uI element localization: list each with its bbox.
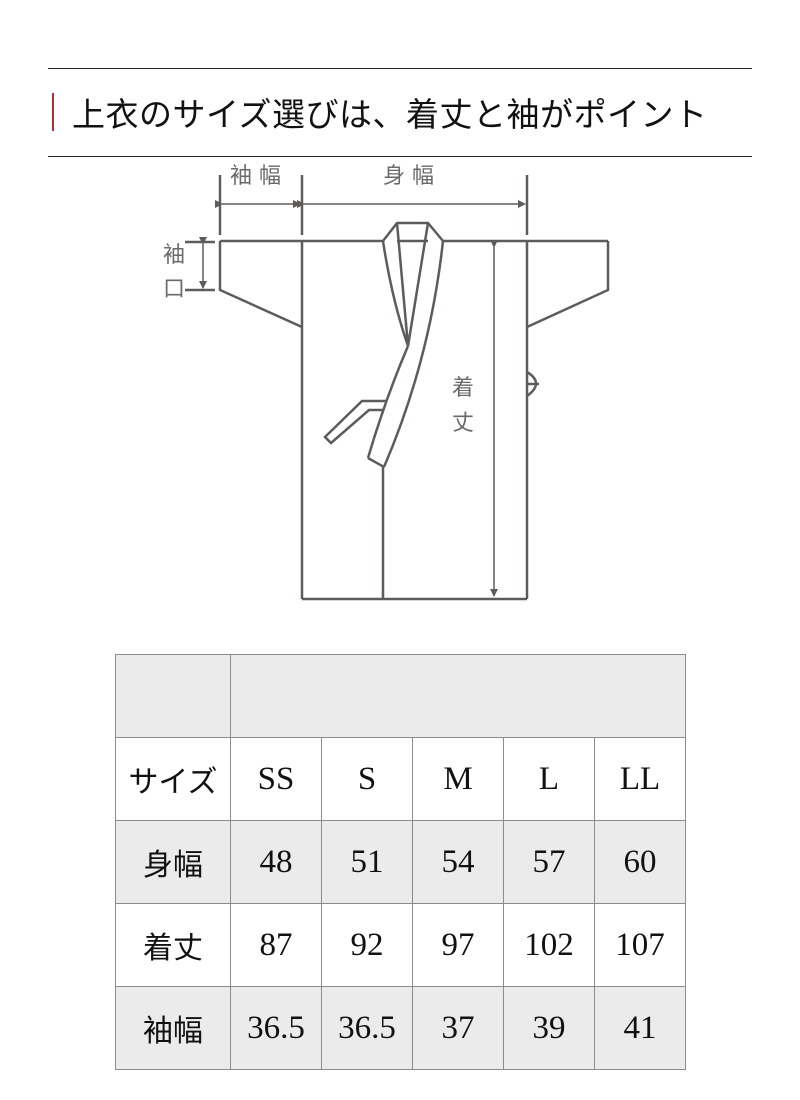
blank-corner-cell <box>115 654 231 738</box>
sleeve-width-label: 袖 幅 <box>230 164 281 189</box>
size-s: S <box>321 737 413 821</box>
row-label-sleeve-width: 袖幅 <box>115 986 231 1070</box>
bottom-divider <box>48 156 752 157</box>
table-cell: 107 <box>594 903 686 987</box>
row-label-length: 着丈 <box>115 903 231 987</box>
length-label-1: 着 <box>452 376 474 401</box>
garment-measurement-diagram: 袖 幅 身 幅 袖 口 着 丈 <box>163 164 610 601</box>
table-cell: 48 <box>230 820 322 904</box>
size-header-label: サイズ <box>115 737 231 821</box>
cuff-label-1: 袖 <box>163 243 185 268</box>
table-cell: 51 <box>321 820 413 904</box>
table-cell: 39 <box>503 986 595 1070</box>
size-m: M <box>412 737 504 821</box>
size-ss: SS <box>230 737 322 821</box>
table-row: 着丈 87 92 97 102 107 <box>115 903 686 987</box>
cuff-label-2: 口 <box>163 277 185 302</box>
section-heading: 上衣のサイズ選びは、着丈と袖がポイント <box>52 88 708 136</box>
blank-header-cell <box>230 654 686 738</box>
accent-bar <box>52 93 54 131</box>
table-cell: 57 <box>503 820 595 904</box>
length-label-2: 丈 <box>452 411 474 436</box>
body-width-label: 身 幅 <box>383 164 434 189</box>
row-label-body-width: 身幅 <box>115 820 231 904</box>
table-cell: 92 <box>321 903 413 987</box>
size-header-row: サイズ SS S M L LL <box>115 737 686 821</box>
table-cell: 36.5 <box>321 986 413 1070</box>
size-table: サイズ SS S M L LL 身幅 48 51 54 57 60 着丈 87 … <box>115 654 686 1070</box>
table-row: 袖幅 36.5 36.5 37 39 41 <box>115 986 686 1070</box>
top-divider <box>48 68 752 69</box>
heading-title: 上衣のサイズ選びは、着丈と袖がポイント <box>72 95 708 134</box>
table-cell: 97 <box>412 903 504 987</box>
size-l: L <box>503 737 595 821</box>
table-cell: 37 <box>412 986 504 1070</box>
table-cell: 60 <box>594 820 686 904</box>
table-cell: 36.5 <box>230 986 322 1070</box>
size-ll: LL <box>594 737 686 821</box>
table-header-blank-row <box>115 654 686 738</box>
table-row: 身幅 48 51 54 57 60 <box>115 820 686 904</box>
table-cell: 54 <box>412 820 504 904</box>
table-cell: 41 <box>594 986 686 1070</box>
table-cell: 102 <box>503 903 595 987</box>
table-cell: 87 <box>230 903 322 987</box>
